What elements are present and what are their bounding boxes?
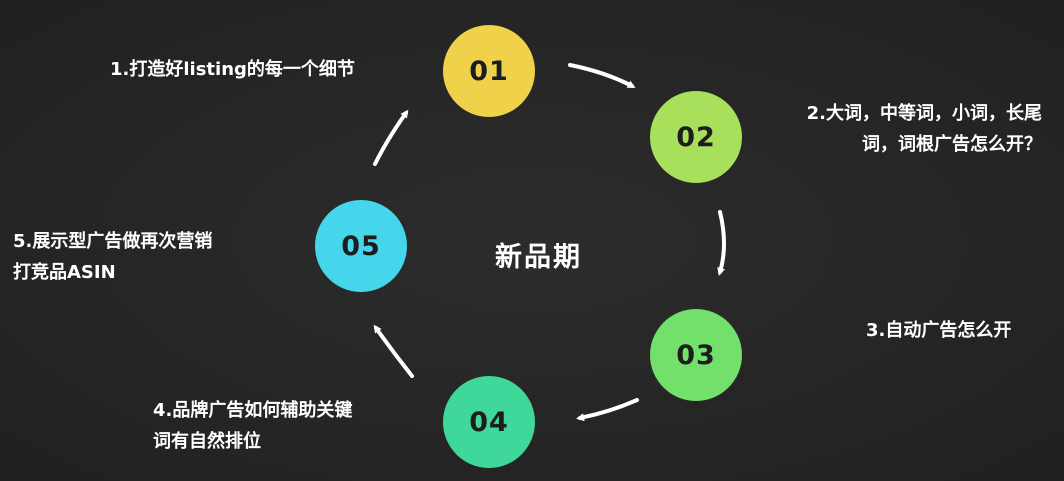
step-1-description: 1.打造好listing的每一个细节 bbox=[110, 54, 355, 85]
step-circle-05: 05 bbox=[315, 200, 407, 292]
step-number: 04 bbox=[469, 406, 509, 438]
step-circle-02: 02 bbox=[650, 91, 742, 183]
step-3-line-1: 3.自动广告怎么开 bbox=[866, 320, 1012, 341]
arrow-02-to-03 bbox=[717, 210, 726, 276]
arrow-03-to-04 bbox=[576, 398, 639, 422]
step-5-description: 5.展示型广告做再次营销 打竞品ASIN bbox=[13, 226, 212, 288]
step-number: 05 bbox=[341, 230, 381, 262]
step-circle-04: 04 bbox=[443, 376, 535, 468]
step-number: 02 bbox=[676, 121, 716, 153]
step-2-line-2: 词，词根广告怎么开？ bbox=[862, 134, 1042, 155]
step-5-line-2: 打竞品ASIN bbox=[13, 262, 116, 283]
arrow-01-to-02 bbox=[568, 63, 636, 88]
step-1-line-1: 1.打造好listing的每一个细节 bbox=[110, 59, 355, 80]
step-2-description: 2.大词，中等词，小词，长尾 词，词根广告怎么开？ bbox=[807, 98, 1042, 160]
step-number: 03 bbox=[676, 339, 716, 371]
step-5-line-1: 5.展示型广告做再次营销 bbox=[13, 231, 213, 252]
step-3-description: 3.自动广告怎么开 bbox=[866, 315, 1011, 346]
step-4-line-1: 4.品牌广告如何辅助关键 bbox=[153, 400, 353, 421]
step-4-line-2: 词有自然排位 bbox=[153, 431, 261, 452]
step-4-description: 4.品牌广告如何辅助关键 词有自然排位 bbox=[153, 395, 352, 457]
center-title: 新品期 bbox=[495, 242, 582, 273]
arrow-05-to-01 bbox=[373, 109, 409, 166]
step-circle-03: 03 bbox=[650, 309, 742, 401]
arrow-04-to-05 bbox=[373, 324, 414, 378]
step-2-line-1: 2.大词，中等词，小词，长尾 bbox=[806, 103, 1042, 124]
step-number: 01 bbox=[469, 55, 509, 87]
step-circle-01: 01 bbox=[443, 25, 535, 117]
